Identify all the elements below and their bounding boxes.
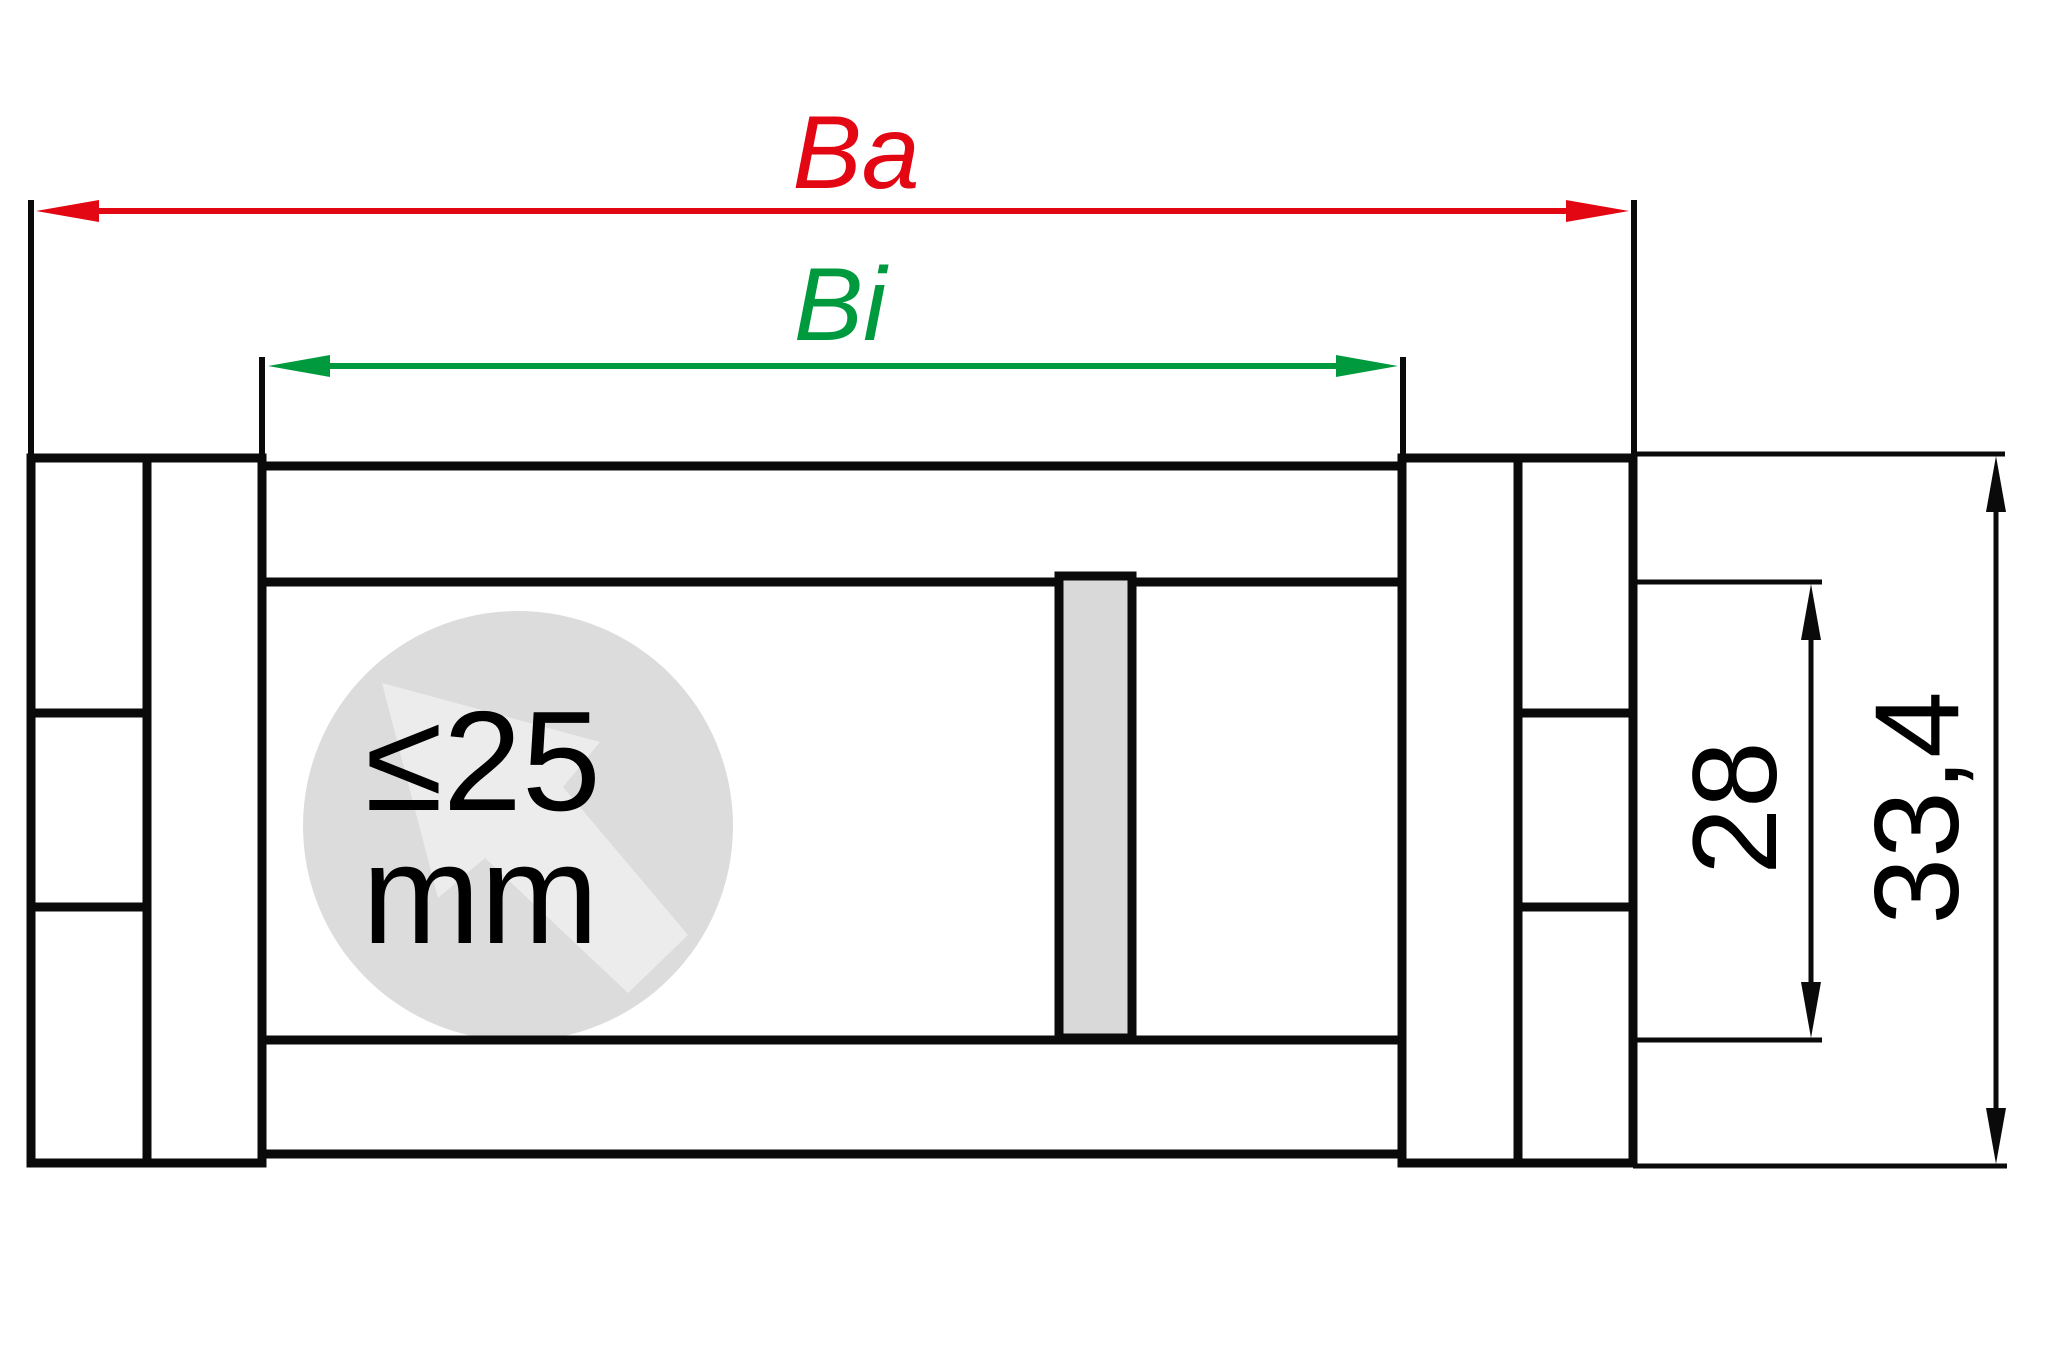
arrowhead-right-icon bbox=[1336, 355, 1398, 377]
inner-height-label: 28 bbox=[1668, 741, 1802, 874]
inner-height-dimension: 28 bbox=[1633, 579, 1822, 1043]
inner-width-dimension: Bi bbox=[259, 247, 1406, 466]
outer-height-label: 33,4 bbox=[1850, 691, 1984, 925]
badge-unit: mm bbox=[362, 815, 599, 974]
badge-value: ≤25 bbox=[365, 682, 601, 841]
arrowhead-down-icon bbox=[1986, 1108, 2006, 1164]
max-cable-diameter-badge: ≤25 mm bbox=[303, 611, 733, 1041]
arrowhead-up-icon bbox=[1801, 584, 1821, 640]
outer-width-label: Ba bbox=[792, 95, 919, 211]
left-side-plate bbox=[26, 453, 267, 1168]
arrowhead-up-icon bbox=[1986, 456, 2006, 512]
right-side-plate bbox=[1397, 453, 1638, 1168]
outer-width-dimension: Ba bbox=[28, 95, 1637, 454]
arrow-icon bbox=[382, 683, 688, 993]
outer-height-dimension: 33,4 bbox=[1633, 451, 2007, 1169]
vertical-separator bbox=[1054, 571, 1137, 1043]
crossbars bbox=[262, 461, 1402, 1159]
arrowhead-left-icon bbox=[36, 200, 99, 222]
arrowhead-down-icon bbox=[1801, 982, 1821, 1038]
arrowhead-right-icon bbox=[1566, 200, 1629, 222]
arrowhead-left-icon bbox=[268, 355, 330, 377]
separator-bar bbox=[1054, 571, 1137, 1043]
inner-width-label: Bi bbox=[794, 247, 889, 363]
